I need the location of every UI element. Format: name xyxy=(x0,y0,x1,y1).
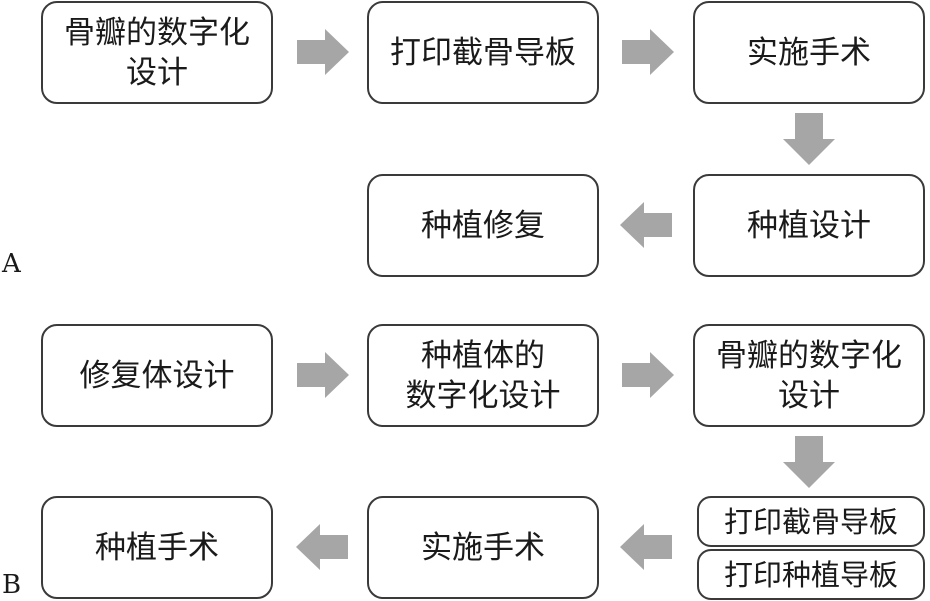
b-arrow-right-1-icon xyxy=(297,352,349,398)
a-arrow-right-1-icon xyxy=(297,29,349,75)
a-arrow-down-icon xyxy=(783,113,835,165)
a-surgery-box: 实施手术 xyxy=(693,1,925,104)
b-prosthesis-design-box: 修复体设计 xyxy=(41,324,273,427)
a-implant-restoration-box: 种植修复 xyxy=(367,174,599,277)
b-arrow-left-2-icon xyxy=(296,524,348,570)
b-print-implant-guide-label: 打印种植导板 xyxy=(723,557,898,592)
b-arrow-left-1-icon xyxy=(620,524,672,570)
b-print-osteotomy-guide-box: 打印截骨导板 xyxy=(697,496,925,547)
b-implant-surgery-box: 种植手术 xyxy=(41,496,273,599)
b-bone-flap-design-label: 骨瓣的数字化 设计 xyxy=(716,337,902,414)
b-surgery-label: 实施手术 xyxy=(421,529,545,566)
a-print-guide-label: 打印截骨导板 xyxy=(390,34,576,71)
b-implant-digital-design-label: 种植体的 数字化设计 xyxy=(405,337,561,414)
b-implant-surgery-label: 种植手术 xyxy=(95,529,219,566)
a-print-guide-box: 打印截骨导板 xyxy=(367,1,599,104)
panel-a-label: A xyxy=(2,249,21,279)
a-implant-design-label: 种植设计 xyxy=(747,207,871,244)
a-arrow-right-2-icon xyxy=(622,29,674,75)
a-implant-design-box: 种植设计 xyxy=(693,174,925,277)
a-arrow-left-icon xyxy=(620,202,672,248)
b-print-osteotomy-guide-label: 打印截骨导板 xyxy=(723,504,898,539)
b-bone-flap-design-box: 骨瓣的数字化 设计 xyxy=(693,324,925,427)
b-surgery-box: 实施手术 xyxy=(367,496,599,599)
a-surgery-label: 实施手术 xyxy=(747,34,871,71)
b-print-implant-guide-box: 打印种植导板 xyxy=(697,549,925,600)
a-implant-restoration-label: 种植修复 xyxy=(421,207,545,244)
a-bone-flap-design-label: 骨瓣的数字化 设计 xyxy=(64,14,250,91)
a-bone-flap-design-box: 骨瓣的数字化 设计 xyxy=(41,1,273,104)
panel-b-label: B xyxy=(2,570,22,600)
b-prosthesis-design-label: 修复体设计 xyxy=(79,357,235,394)
b-implant-digital-design-box: 种植体的 数字化设计 xyxy=(367,324,599,427)
b-arrow-down-icon xyxy=(783,436,835,488)
b-arrow-right-2-icon xyxy=(622,352,674,398)
